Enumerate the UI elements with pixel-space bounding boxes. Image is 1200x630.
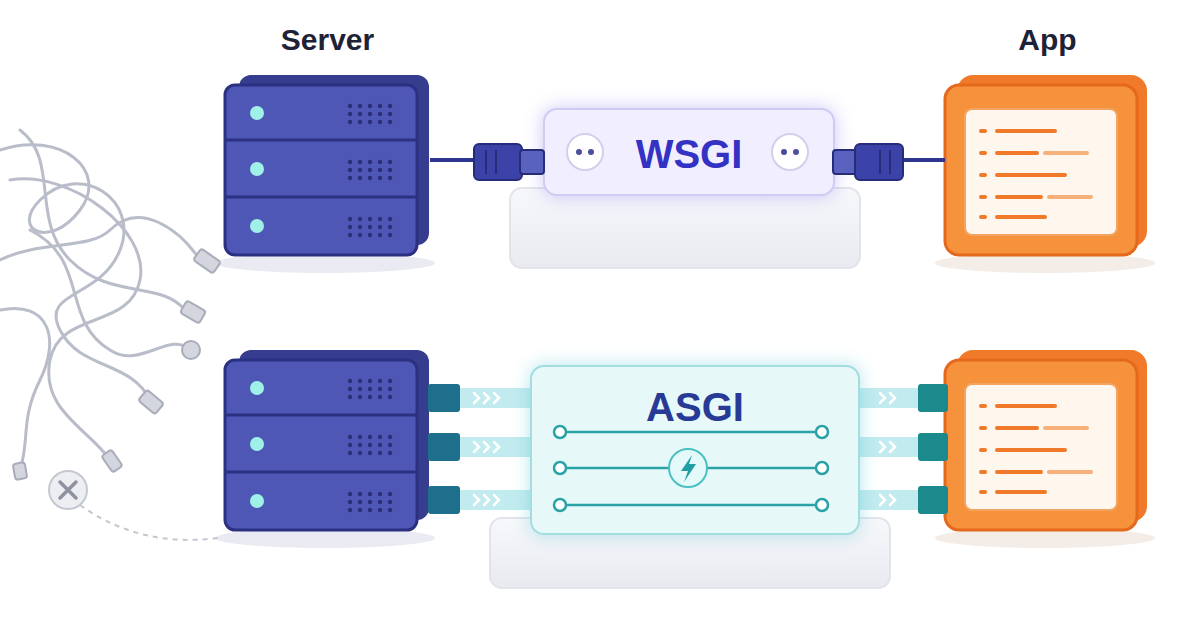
node-label: App — [905, 23, 1190, 56]
async-lane — [554, 426, 828, 511]
cable-plug — [13, 248, 221, 480]
socket-icon — [567, 134, 808, 170]
node-label: WSGI — [505, 132, 873, 176]
cable-connector — [835, 160, 945, 161]
cable-plug — [474, 144, 903, 180]
node-label: Server — [185, 23, 470, 56]
server-stack — [215, 75, 435, 273]
cable-line — [430, 158, 543, 162]
server-stack — [215, 350, 435, 548]
tangled-cables — [0, 130, 200, 470]
node-box: Server — [225, 75, 430, 255]
pedestal — [510, 188, 860, 268]
cable-connector — [430, 160, 543, 161]
app-window — [935, 350, 1155, 548]
cable-line — [835, 158, 945, 162]
node-box: App — [945, 75, 1150, 255]
cross-icon — [49, 471, 87, 509]
app-window — [935, 75, 1155, 273]
node-label: ASGI — [492, 385, 898, 429]
cross-icon — [60, 482, 76, 498]
node-box: ASGI — [530, 365, 860, 535]
node-box: WSGI — [543, 108, 835, 196]
dashed-line — [80, 505, 218, 540]
